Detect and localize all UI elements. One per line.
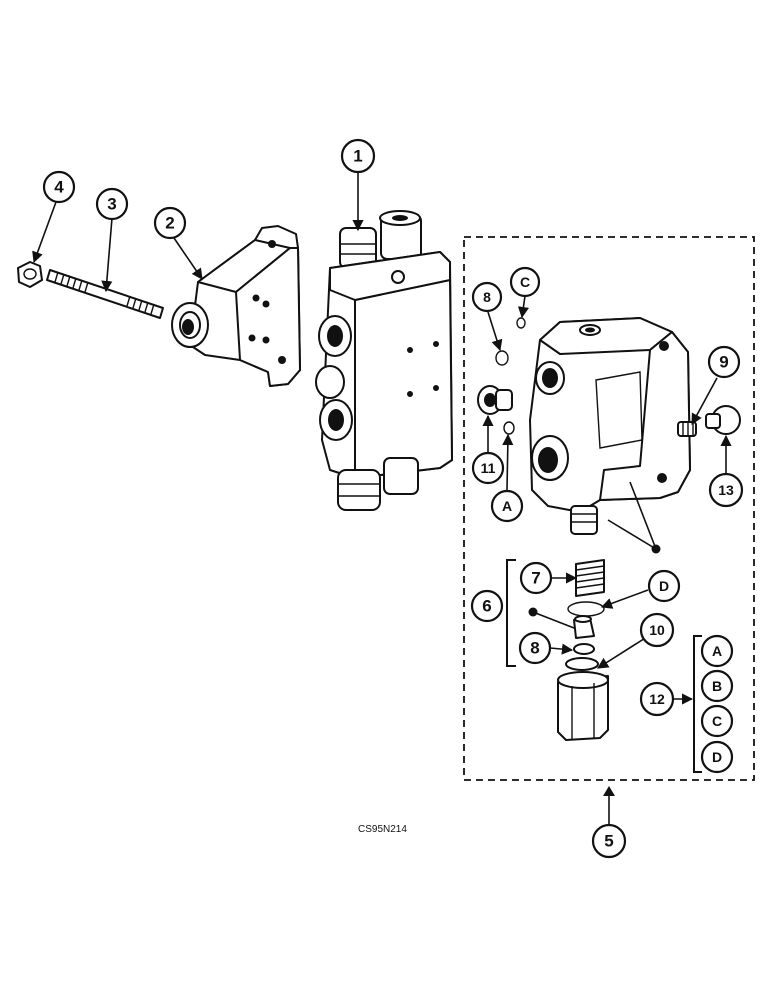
- leader-lines: [32, 172, 732, 826]
- svg-text:D: D: [712, 749, 722, 765]
- adjuster-cap-part: [557, 657, 609, 741]
- callout-12-d: D: [700, 740, 734, 774]
- backup-ring-part: [573, 643, 595, 655]
- callout-3: 3: [95, 187, 129, 221]
- svg-text:8: 8: [483, 289, 491, 305]
- svg-text:3: 3: [107, 195, 116, 214]
- callout-12: 12: [639, 681, 675, 717]
- svg-text:C: C: [712, 713, 722, 729]
- svg-text:7: 7: [531, 569, 540, 588]
- o-ring-d: [567, 601, 605, 617]
- callout-4: 4: [42, 170, 76, 204]
- svg-text:8: 8: [530, 639, 539, 658]
- svg-text:10: 10: [649, 622, 665, 638]
- bracket-group-6: [506, 559, 516, 667]
- callout-12-b: B: [700, 669, 734, 703]
- callout-8-upper: 8: [471, 281, 503, 313]
- spring-part: [575, 559, 605, 597]
- svg-text:11: 11: [481, 460, 496, 476]
- svg-text:13: 13: [718, 482, 734, 498]
- callout-a-upper: A: [490, 489, 524, 523]
- o-ring-a: [503, 421, 515, 435]
- threaded-stud-part: [46, 269, 164, 319]
- svg-text:B: B: [712, 678, 722, 694]
- set-screw-part: [677, 421, 697, 437]
- kit-boundary-dashed: [463, 236, 755, 781]
- callout-d-upper: D: [647, 569, 681, 603]
- o-ring-c: [516, 317, 526, 329]
- bracket-group-12: [693, 635, 702, 773]
- drawing-code-label: CS95N214: [358, 824, 407, 835]
- callout-1: 1: [340, 138, 376, 174]
- o-ring-b: [495, 350, 509, 366]
- callout-2: 2: [153, 206, 187, 240]
- svg-text:A: A: [712, 643, 722, 659]
- plug-part-11: [477, 385, 513, 415]
- cap-plug-part: [705, 405, 741, 435]
- relief-valve-body-part: [529, 317, 691, 535]
- svg-text:2: 2: [165, 214, 174, 233]
- valve-section-part: [315, 210, 453, 511]
- svg-text:12: 12: [649, 691, 665, 707]
- svg-text:6: 6: [482, 597, 491, 616]
- callout-13: 13: [708, 472, 744, 508]
- hex-nut-part: [17, 261, 43, 288]
- callout-9: 9: [707, 345, 741, 379]
- svg-text:4: 4: [54, 178, 64, 197]
- svg-text:A: A: [502, 498, 512, 514]
- callout-10: 10: [639, 612, 675, 648]
- svg-text:1: 1: [353, 147, 362, 166]
- callout-6: 6: [470, 589, 504, 623]
- poppet-part: [573, 615, 595, 639]
- svg-text:C: C: [520, 274, 530, 290]
- svg-text:5: 5: [604, 832, 613, 851]
- callout-12-c: C: [700, 704, 734, 738]
- callout-c-upper: C: [509, 266, 541, 298]
- callout-8-lower: 8: [518, 631, 552, 665]
- end-cover-part: [171, 225, 301, 387]
- svg-text:D: D: [659, 578, 669, 594]
- svg-text:9: 9: [719, 353, 728, 372]
- callout-11: 11: [471, 451, 505, 485]
- callout-12-a: A: [700, 634, 734, 668]
- callout-5: 5: [591, 823, 627, 859]
- callout-7: 7: [519, 561, 553, 595]
